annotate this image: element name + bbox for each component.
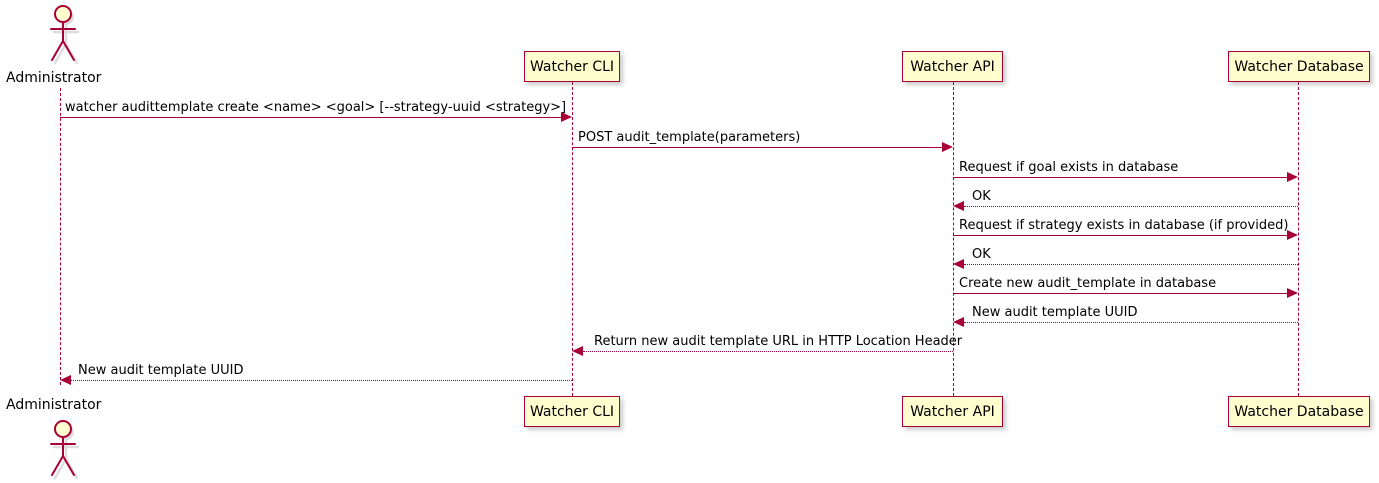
lifeline-administrator	[60, 88, 61, 385]
message-arrowhead-7	[1287, 288, 1298, 298]
message-label-7: Create new audit_template in database	[959, 276, 1217, 291]
message-line-7	[953, 293, 1291, 294]
message-line-8	[964, 322, 1298, 323]
participant-box-watcher-database-top[interactable]: Watcher Database	[1228, 51, 1370, 82]
participant-label-watcher-database-top: Watcher Database	[1234, 58, 1364, 75]
participant-box-watcher-api-bottom[interactable]: Watcher API	[902, 396, 1003, 427]
message-line-3	[953, 177, 1291, 178]
message-arrowhead-9	[572, 346, 583, 356]
lifeline-watcher-database	[1298, 82, 1299, 396]
participant-label-watcher-database-bottom: Watcher Database	[1234, 403, 1364, 420]
message-line-1	[60, 117, 565, 118]
message-arrowhead-3	[1287, 172, 1298, 182]
message-arrowhead-4	[953, 201, 964, 211]
message-line-2	[572, 147, 946, 148]
message-arrowhead-6	[953, 259, 964, 269]
lifeline-watcher-cli	[572, 82, 573, 396]
actor-label-administrator-top: Administrator	[6, 70, 102, 86]
participant-label-watcher-api-top: Watcher API	[910, 58, 995, 75]
participant-box-watcher-api-top[interactable]: Watcher API	[902, 51, 1003, 82]
message-line-5	[953, 235, 1291, 236]
participant-label-watcher-cli-top: Watcher CLI	[529, 58, 615, 75]
message-arrowhead-2	[942, 142, 953, 152]
message-line-6	[964, 264, 1298, 265]
message-label-4: OK	[972, 189, 991, 204]
message-arrowhead-5	[1287, 230, 1298, 240]
message-line-9	[583, 351, 953, 352]
participant-label-watcher-cli-bottom: Watcher CLI	[529, 403, 615, 420]
actor-label-administrator-bottom: Administrator	[6, 397, 102, 413]
message-label-8: New audit template UUID	[972, 305, 1138, 320]
message-label-6: OK	[972, 247, 991, 262]
message-label-2: POST audit_template(parameters)	[578, 130, 801, 145]
actor-administrator-bottom	[50, 420, 80, 480]
lifeline-watcher-api	[953, 82, 954, 396]
participant-label-watcher-api-bottom: Watcher API	[910, 403, 995, 420]
message-label-10: New audit template UUID	[78, 363, 244, 378]
actor-administrator-top	[50, 5, 80, 65]
message-label-3: Request if goal exists in database	[959, 160, 1179, 175]
participant-box-watcher-cli-bottom[interactable]: Watcher CLI	[524, 396, 620, 427]
message-arrowhead-8	[953, 317, 964, 327]
message-label-9: Return new audit template URL in HTTP Lo…	[594, 334, 963, 349]
message-line-10	[71, 380, 572, 381]
message-label-1: watcher audittemplate create <name> <goa…	[65, 100, 567, 115]
message-arrowhead-10	[60, 375, 71, 385]
message-line-4	[964, 206, 1298, 207]
message-arrowhead-1	[561, 112, 572, 122]
participant-box-watcher-cli-top[interactable]: Watcher CLI	[524, 51, 620, 82]
participant-box-watcher-database-bottom[interactable]: Watcher Database	[1228, 396, 1370, 427]
message-label-5: Request if strategy exists in database (…	[959, 218, 1289, 233]
